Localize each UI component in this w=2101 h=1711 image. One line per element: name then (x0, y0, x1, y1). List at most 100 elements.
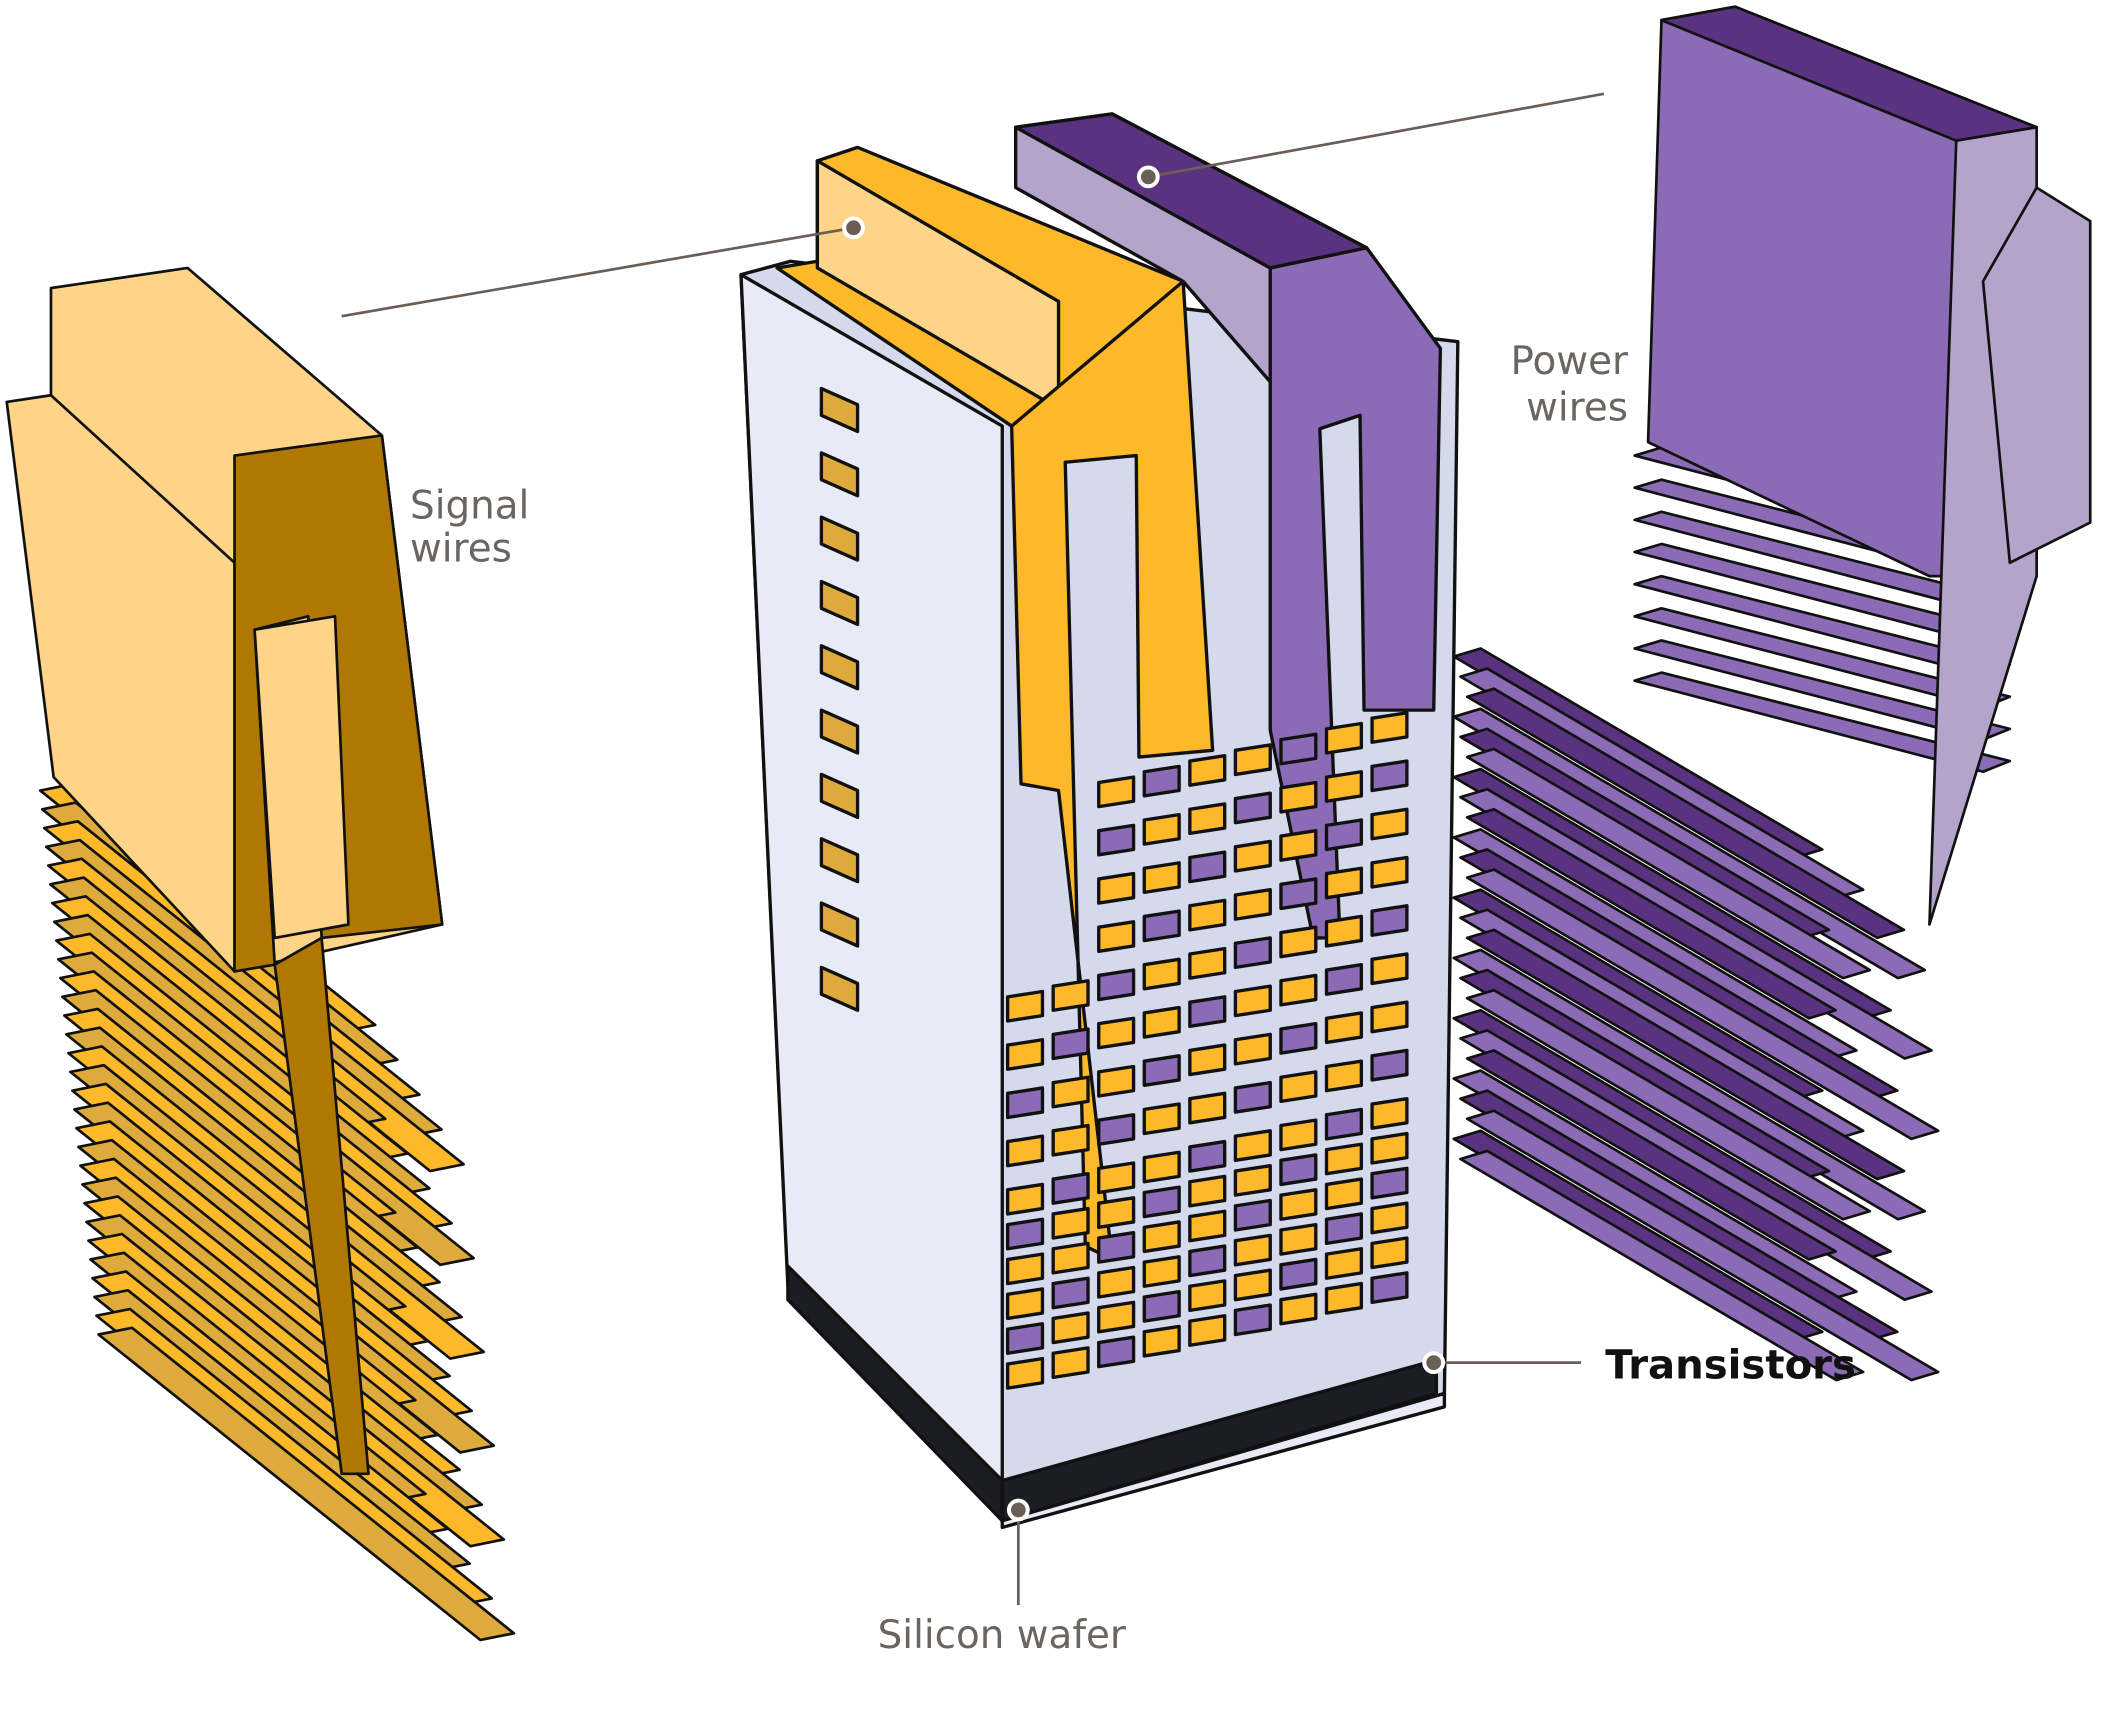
transistor-cell (1370, 904, 1409, 937)
transistor-cell (1097, 1265, 1136, 1299)
transistor-cell (1370, 1048, 1409, 1082)
power-wire-bar (1465, 807, 1837, 1020)
signal-wires-stack (5, 266, 516, 1642)
transistor-cell (1233, 1198, 1272, 1232)
transistor-cell (1097, 1064, 1136, 1098)
power-wires-label: Power (1511, 339, 1628, 384)
transistor-cell (1097, 1161, 1136, 1195)
transistor-cell (1142, 1150, 1181, 1184)
transistor-cell (1051, 1172, 1090, 1205)
transistor-cell (1279, 1118, 1318, 1152)
transistor-cell (1370, 1131, 1409, 1165)
transistor-cell (1370, 1000, 1409, 1034)
transistor-cell (1370, 1097, 1409, 1130)
transistor-cell (1279, 780, 1318, 814)
transistor-cell (1324, 1212, 1364, 1246)
side-cell (819, 965, 860, 1012)
transistor-cell (1370, 952, 1409, 986)
transistor-cell (1142, 1220, 1181, 1254)
transistor-cell (1370, 1166, 1409, 1200)
power-wire-bar (1633, 671, 2012, 774)
side-cell (819, 515, 860, 562)
transistor-cell (1188, 1139, 1227, 1173)
transistor-cell (1051, 1311, 1090, 1345)
transistor-cell (1097, 1300, 1136, 1334)
transistor-cell (1233, 936, 1272, 970)
transistor-cell (1324, 770, 1364, 803)
transistor-cell (1188, 1174, 1227, 1208)
side-cell (819, 901, 860, 948)
transistor-cell (1324, 1059, 1364, 1093)
transistor-cell (1188, 1209, 1227, 1243)
transistor-cell (1188, 850, 1227, 884)
transistor-cell (1097, 1230, 1136, 1264)
transistor-cell (1370, 855, 1409, 889)
transistor-cell (1233, 1164, 1272, 1197)
transistor-dot (1422, 1351, 1446, 1375)
transistor-cell (1324, 1011, 1364, 1045)
transistor-cell (1097, 823, 1136, 857)
side-cell (819, 579, 860, 627)
leader-lines (341, 92, 1605, 1606)
transistor-cell (1188, 898, 1227, 932)
power-wire-bar (1465, 1109, 1940, 1382)
power-wire-bar (1465, 868, 1940, 1141)
transistor-cell (1005, 1038, 1045, 1071)
transistor-cell (1279, 925, 1318, 959)
transistor-cell (1188, 995, 1227, 1029)
transistor-cell (1324, 1142, 1364, 1176)
side-cell (819, 451, 860, 498)
silicon-wafer-label: Silicon wafer (878, 1613, 1126, 1658)
transistor-cell (1097, 1196, 1136, 1229)
transistor-cell (1324, 721, 1364, 755)
power-wire-bar (1465, 928, 1906, 1181)
transistor-cell (1005, 1252, 1045, 1286)
transistor-cell (1097, 1335, 1136, 1369)
transistor-cell (1005, 1287, 1045, 1321)
transistor-cell (1233, 1080, 1272, 1114)
transistor-cell (1279, 1292, 1318, 1326)
transistor-cell (1097, 968, 1136, 1002)
transistor-cell (1142, 1005, 1181, 1039)
transistor-cell (1279, 1188, 1318, 1221)
transistor-cell (1324, 1177, 1364, 1211)
transistor-cell (1279, 1257, 1318, 1291)
transistor-cell (1279, 732, 1318, 766)
transistor-cell (1324, 963, 1364, 996)
side-cell (819, 837, 860, 884)
leader-dots (842, 165, 1446, 1522)
transistor-cell (1324, 914, 1364, 948)
transistor-cell (1005, 1356, 1045, 1390)
chip-block (739, 112, 1460, 1530)
transistor-cell (1097, 1016, 1136, 1050)
transistor-cell (1233, 1303, 1272, 1337)
transistor-cell (1370, 807, 1409, 841)
power-wires-stack (1452, 5, 2092, 1382)
transistor-cell (1279, 877, 1318, 911)
transistor-cell (1279, 1021, 1318, 1055)
transistor-cell (1142, 1185, 1181, 1219)
signal-wire-bar (97, 1326, 516, 1642)
transistor-cell (1188, 802, 1227, 836)
transistor-cell (1233, 984, 1272, 1018)
transistor-cell (1188, 1091, 1227, 1125)
transistor-cell (1370, 759, 1409, 793)
transistor-cell (1142, 1102, 1181, 1136)
power-wire-bar (1633, 606, 2012, 709)
power-wire-bar (1465, 1049, 1837, 1261)
transistor-cell (1051, 1346, 1090, 1380)
transistor-cell (1279, 973, 1318, 1007)
transistor-cell (1324, 818, 1364, 852)
transistor-cell (1142, 764, 1181, 798)
transistor-cell (1324, 866, 1364, 900)
transistor-cell (1370, 711, 1409, 744)
transistor-cell (1279, 1153, 1318, 1187)
transistor-cell (1142, 1324, 1181, 1358)
transistor-cell (1370, 1201, 1409, 1235)
transistor-cell (1142, 1255, 1181, 1288)
transistor-cell (1051, 1276, 1090, 1310)
power-dot (1136, 165, 1160, 189)
transistor-cell (1005, 1086, 1045, 1120)
